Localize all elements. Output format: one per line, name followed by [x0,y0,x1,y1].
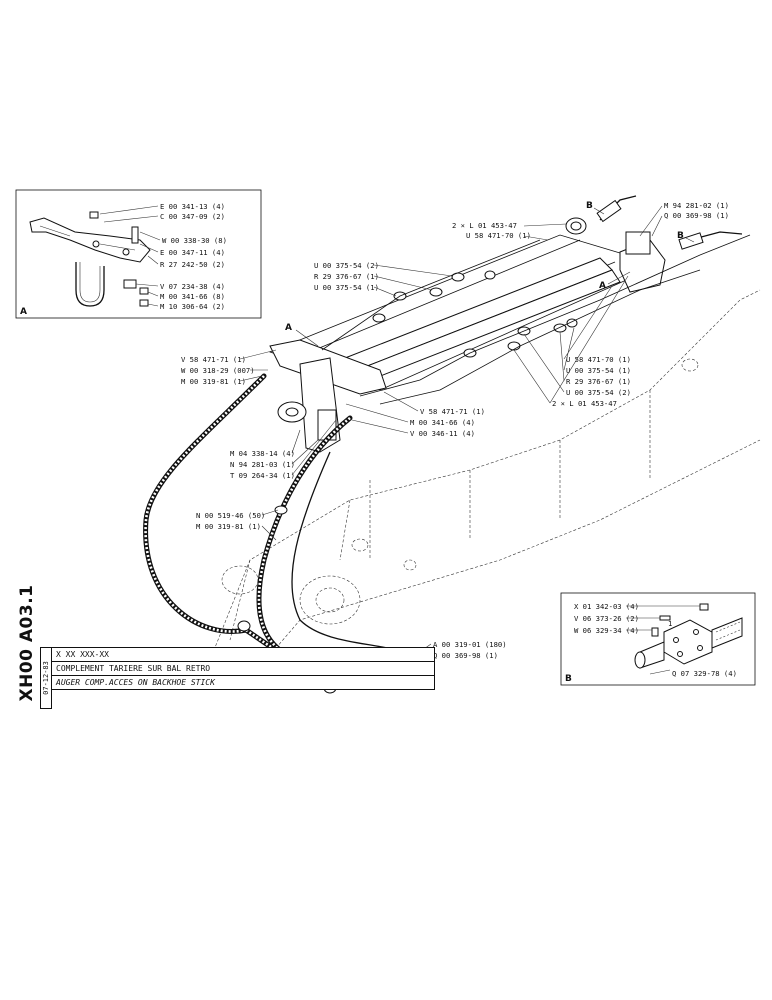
label-l-2: W 00 318-29 (007) [181,366,255,375]
inset-a-label-5: R 27 242-50 (2) [160,260,225,269]
top-labels: 2 × L 01 453-47 U 58 471-70 (1) M 94 281… [452,201,729,241]
auger-frame [268,195,751,453]
inset-a-label-7: M 00 341-66 (8) [160,292,225,301]
title-block: X XX XXX-XX COMPLEMENT TARIERE SUR BAL R… [51,647,435,690]
label-ul-3: U 00 375-54 (1) [314,283,379,292]
left-labels: V 58 471-71 (1) W 00 318-29 (007) M 00 3… [181,349,277,386]
right-labels: U 58 471-70 (1) U 00 375-54 (1) R 29 376… [513,275,631,408]
inset-a-letter: A [20,307,27,317]
inset-b-label-1: X 01 342-03 (4) [574,602,639,611]
callouts: A A B B [285,201,695,347]
callout-b-right: B [677,231,684,241]
code-row: X XX XXX-XX [52,648,434,662]
callout-a-right: A [599,281,606,291]
date-text: 07-12-83 [42,661,50,695]
label-ml-2: N 94 281-03 (1) [230,460,295,469]
hose-clamp [274,505,288,515]
label-r-5: 2 × L 01 453-47 [552,399,617,408]
inset-a-frame [15,189,262,319]
mid-right-labels: V 58 471-71 (1) M 00 341-66 (4) V 00 346… [345,391,485,438]
mid-left-labels: M 04 338-14 (4) N 94 281-03 (1) T 09 264… [230,419,337,480]
hose-stub [711,617,743,649]
inset-a-label-3: W 00 338-30 (8) [162,236,227,245]
label-top-2: U 58 471-70 (1) [466,231,531,240]
code-text: X XX XXX-XX [56,650,109,659]
u-bolt [75,262,105,307]
label-ml-3: T 09 264-34 (1) [230,471,295,480]
label-top-3: M 94 281-02 (1) [664,201,729,210]
title-en: AUGER COMP.ACCES ON BACKHOE STICK [56,678,215,687]
upper-left-labels: U 00 375-54 (2) R 29 376-67 (1) U 00 375… [314,261,453,297]
label-ul-2: R 29 376-67 (1) [314,272,379,281]
label-b-2: Q 00 369-98 (1) [433,651,498,660]
document-number-text: XH00 A03.1 [17,584,37,702]
label-ml-1: M 04 338-14 (4) [230,449,295,458]
label-r-2: U 00 375-54 (1) [566,366,631,375]
callout-a-left: A [285,323,292,333]
label-r-1: U 58 471-70 (1) [566,355,631,364]
inset-b-index: 1 [668,619,672,628]
title-fr: COMPLEMENT TARIERE SUR BAL RETRO [56,664,211,673]
inset-a-label-8: M 10 306-64 (2) [160,302,225,311]
inset-b: B 1 X 01 342-03 (4) V 06 373-26 (2) W 06… [560,592,756,686]
label-r-4: U 00 375-54 (2) [566,388,631,397]
inset-b-letter: B [565,674,572,684]
inset-b-frame [560,592,756,686]
lower-left-labels: N 00 519-46 (50) M 00 319-81 (1) [196,509,279,541]
label-mr-3: V 00 346-11 (4) [410,429,475,438]
label-ll-1: N 00 519-46 (50) [196,511,265,520]
inset-a: A E 00 341-13 (4) C 00 347-09 (2) W 00 3… [15,189,262,319]
title-en-row: AUGER COMP.ACCES ON BACKHOE STICK [52,676,434,689]
callout-b-left: B [586,201,593,211]
label-l-3: M 00 319-81 (1) [181,377,246,386]
label-top-1: 2 × L 01 453-47 [452,221,517,230]
label-ul-1: U 00 375-54 (2) [314,261,379,270]
inset-a-label-4: E 00 347-11 (4) [160,248,225,257]
title-fr-row: COMPLEMENT TARIERE SUR BAL RETRO [52,662,434,676]
inset-a-label-6: V 07 234-38 (4) [160,282,225,291]
label-mr-1: V 58 471-71 (1) [420,407,485,416]
mounting-bracket [29,217,151,263]
inset-b-label-2: V 06 373-26 (2) [574,614,639,623]
hydraulic-hoses [143,373,418,694]
valve-block [625,231,651,255]
label-l-1: V 58 471-71 (1) [181,355,246,364]
label-b-1: A 00 319-01 (180) [433,640,507,649]
label-r-3: R 29 376-67 (1) [566,377,631,386]
inset-b-label-4: Q 07 329-78 (4) [672,669,737,678]
inset-a-label-1: E 00 341-13 (4) [160,202,225,211]
label-ll-2: M 00 319-81 (1) [196,522,261,531]
inset-a-label-2: C 00 347-09 (2) [160,212,225,221]
label-top-4: Q 00 369-98 (1) [664,211,729,220]
document-number: XH00 A03.1 [16,584,38,701]
label-mr-2: M 00 341-66 (4) [410,418,475,427]
inset-b-label-3: W 06 329-34 (4) [574,626,639,635]
